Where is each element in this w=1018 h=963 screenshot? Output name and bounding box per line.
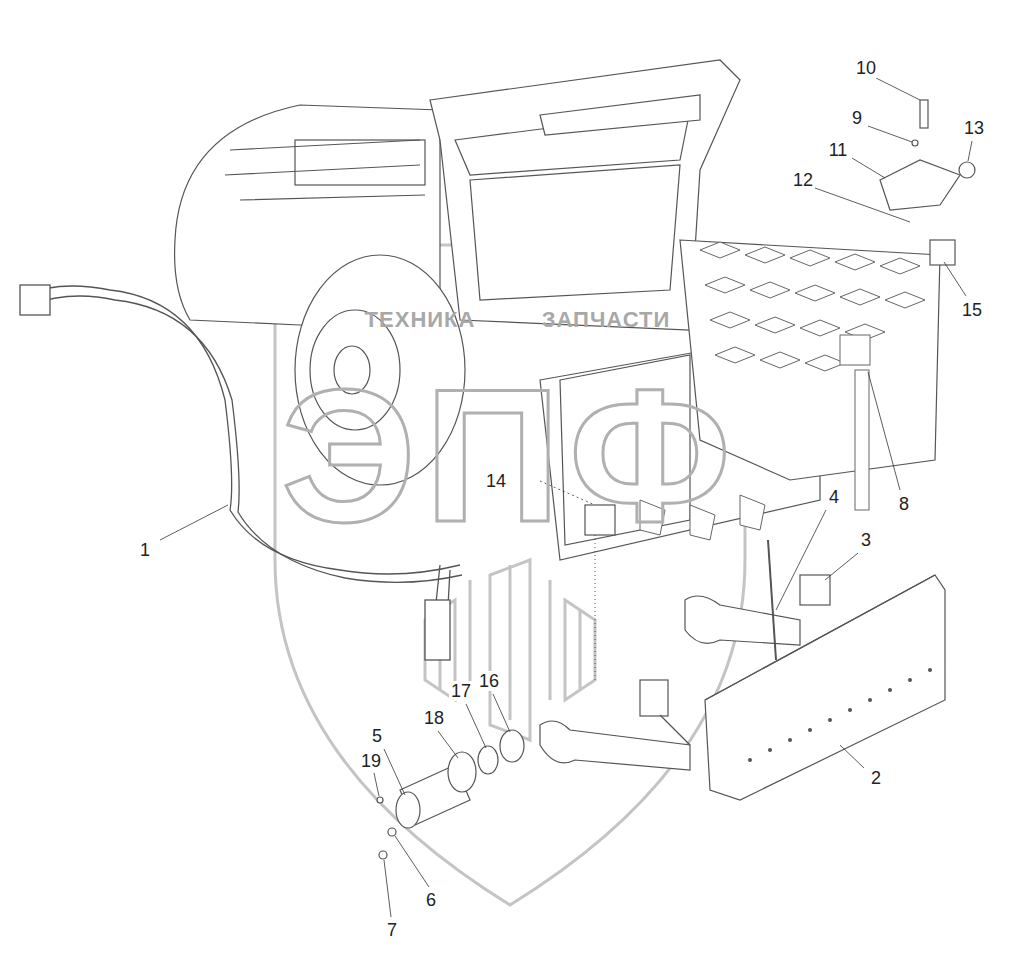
- callout-number: 2: [869, 768, 883, 788]
- callout-number: 8: [897, 494, 911, 514]
- callout-number: 19: [359, 751, 383, 771]
- callout-number: 11: [827, 140, 850, 160]
- callout-number: 5: [370, 726, 384, 746]
- callout-number: 18: [422, 708, 446, 728]
- callout-number: 14: [484, 471, 508, 491]
- blade-assembly: [540, 540, 945, 800]
- callout-number: 1: [138, 540, 152, 560]
- callout-number: 13: [962, 118, 986, 138]
- callout-number: 6: [424, 890, 438, 910]
- callout-number: 3: [859, 530, 873, 550]
- watermark-logo: ЭПФ: [281, 360, 739, 550]
- callout-number: 10: [854, 58, 878, 78]
- watermark-shield: [275, 245, 745, 905]
- callout-number: 15: [960, 300, 984, 320]
- roller-body: [175, 60, 940, 560]
- callout-number: 7: [385, 920, 399, 940]
- callout-number: 9: [850, 108, 864, 128]
- callout-number: 12: [791, 170, 815, 190]
- callout-number: 4: [827, 487, 841, 507]
- watermark-text: ТЕХНИКА: [365, 309, 476, 331]
- watermark-text: ЗАПЧАСТИ: [542, 309, 671, 331]
- leader-lines: [160, 78, 972, 917]
- callout-number: 16: [477, 671, 501, 691]
- callout-number: 17: [449, 681, 473, 701]
